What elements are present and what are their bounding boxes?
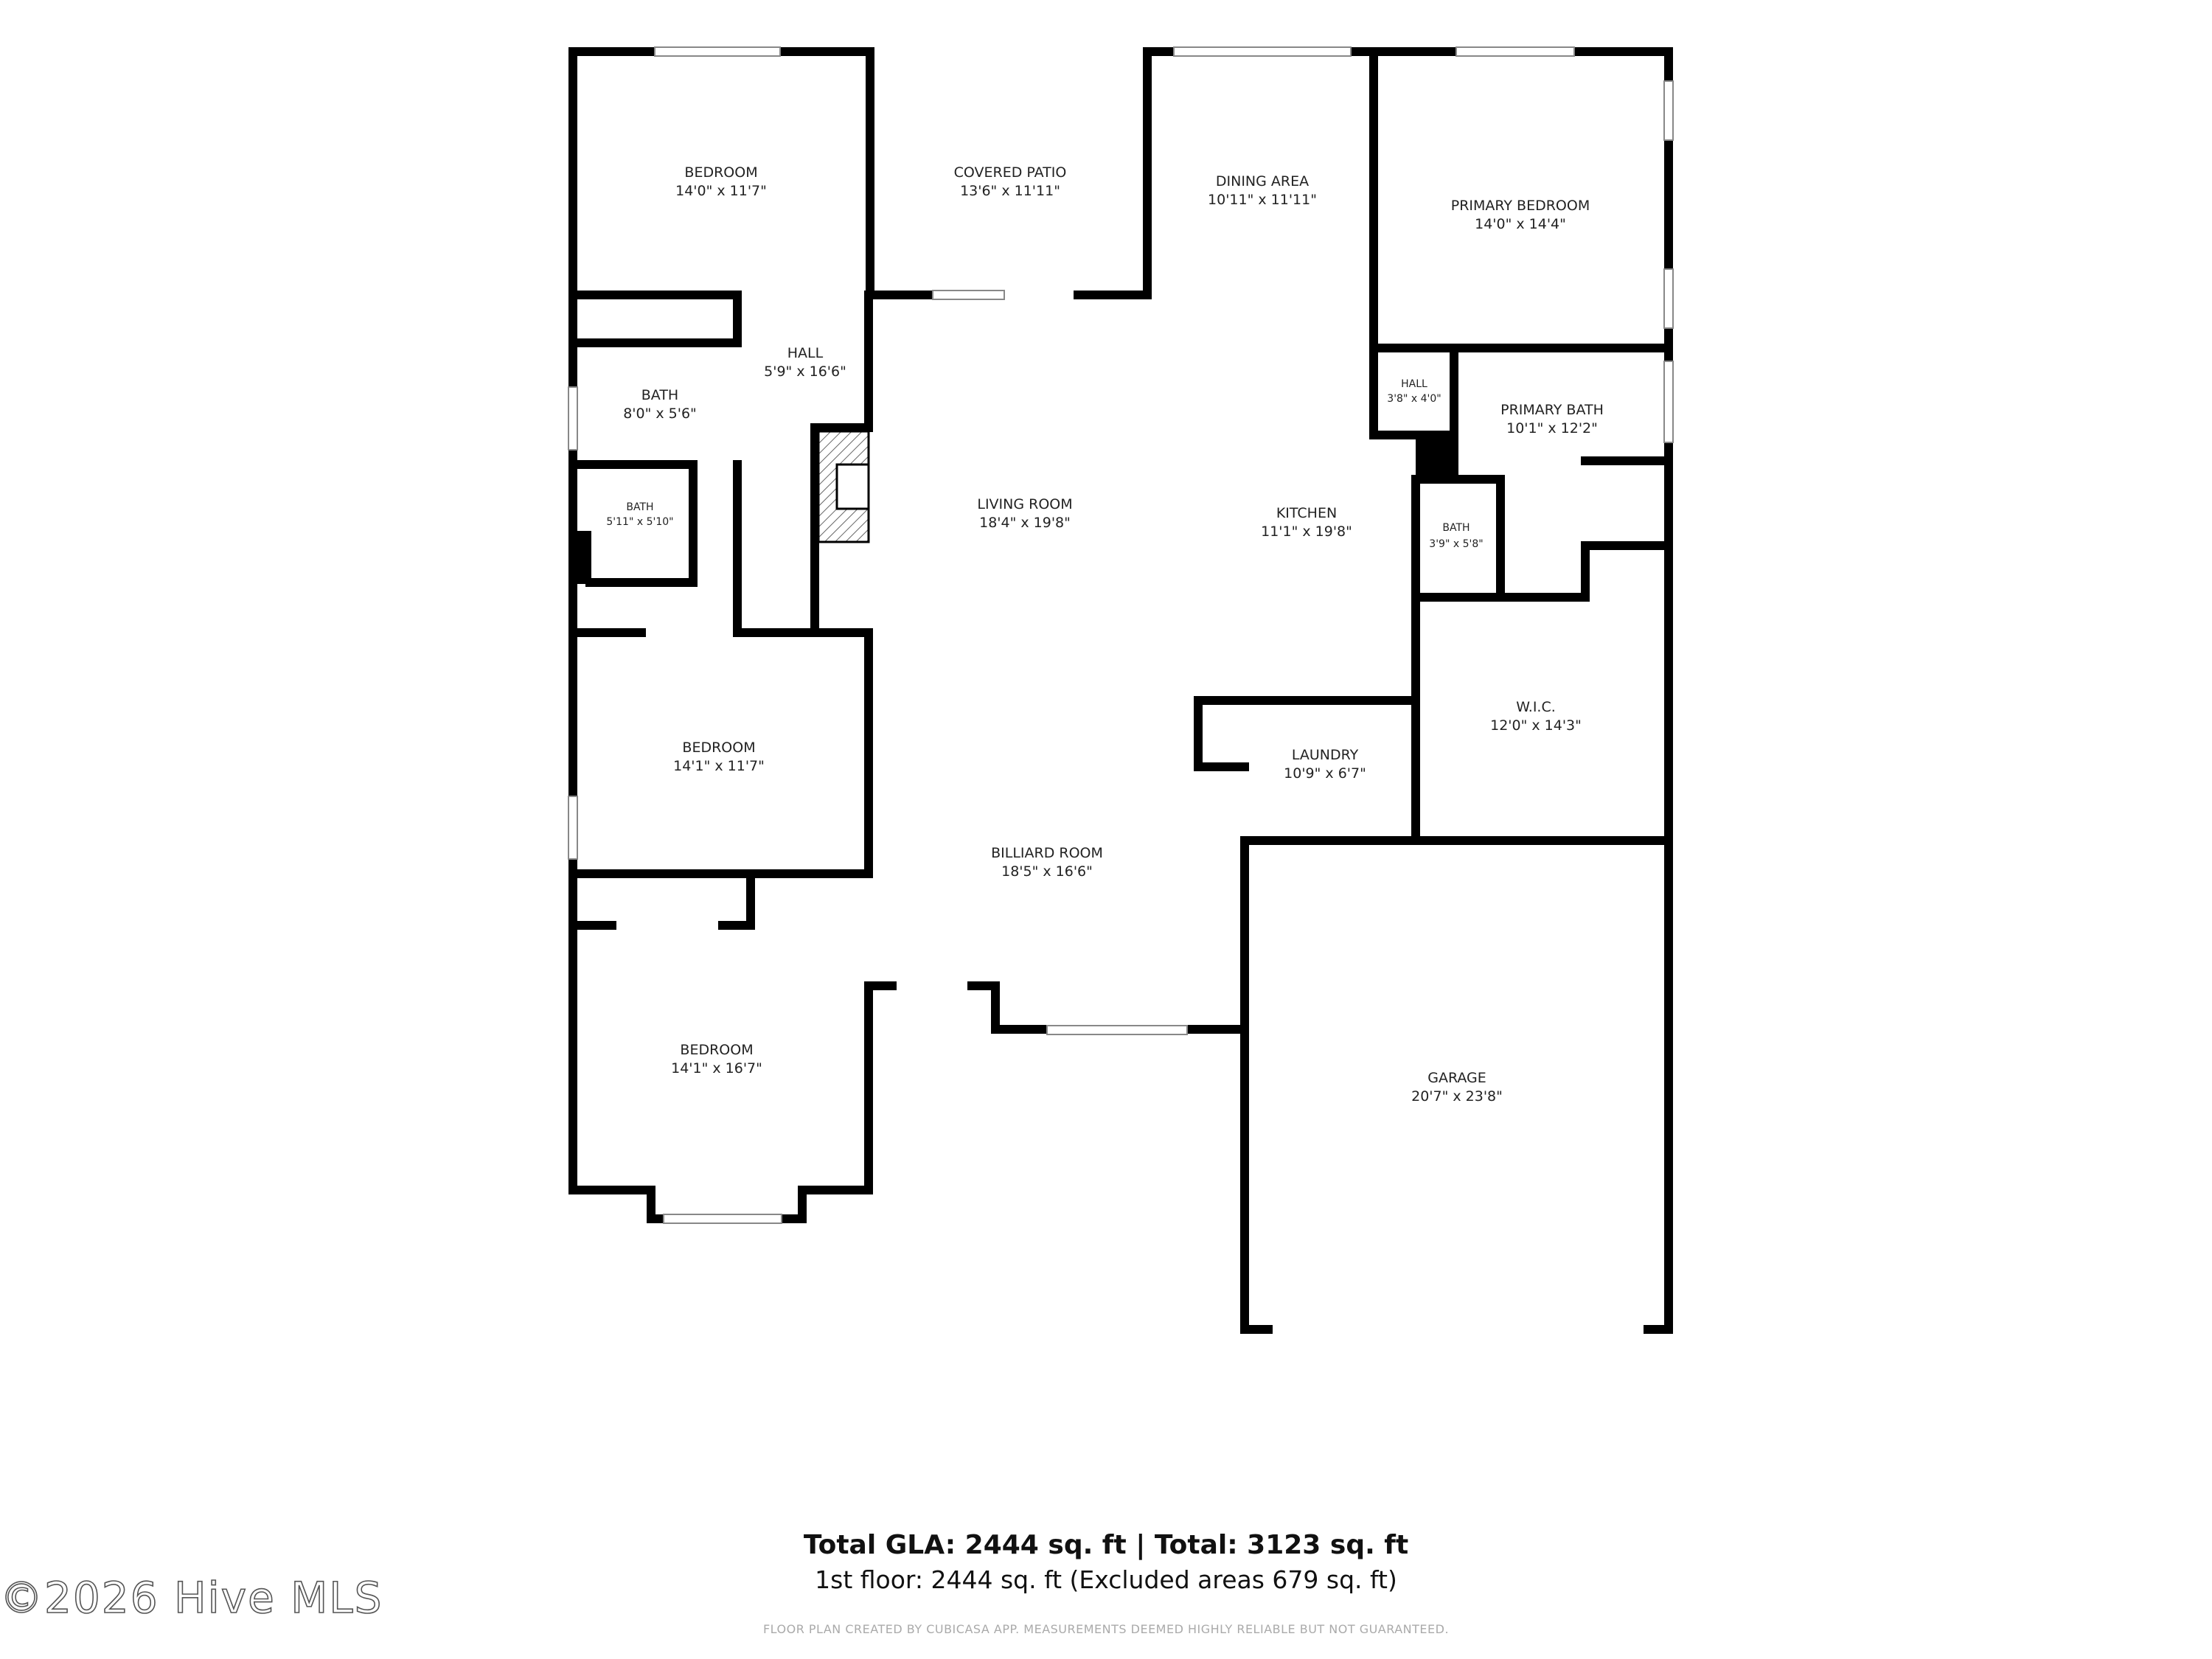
summary-floor-area: 1st floor: 2444 sq. ft (Excluded areas 6… xyxy=(815,1565,1397,1594)
bedroom-sw-name: BEDROOM xyxy=(680,1042,753,1058)
watermark: ©2026 Hive MLS xyxy=(0,1572,383,1624)
billiard-room-dims: 18'5" x 16'6" xyxy=(1001,863,1093,880)
kitchen-dims: 11'1" x 19'8" xyxy=(1261,524,1352,540)
garage-dims: 20'7" x 23'8" xyxy=(1411,1088,1503,1105)
summary-total-area: Total GLA: 2444 sq. ft | Total: 3123 sq.… xyxy=(803,1530,1409,1560)
laundry-name: LAUNDRY xyxy=(1292,747,1359,763)
living-room-dims: 18'4" x 19'8" xyxy=(979,515,1071,531)
hall-east-dims: 3'8" x 4'0" xyxy=(1387,393,1441,405)
dining-area-name: DINING AREA xyxy=(1216,173,1309,189)
bedroom-mid-dims: 14'1" x 11'7" xyxy=(673,758,765,774)
bath-lower-name: BATH xyxy=(626,501,653,513)
garage-name: GARAGE xyxy=(1427,1070,1486,1086)
primary-bedroom-dims: 14'0" x 14'4" xyxy=(1475,216,1566,232)
living-room-name: LIVING ROOM xyxy=(977,496,1072,512)
wic-dims: 12'0" x 14'3" xyxy=(1490,717,1582,734)
walls xyxy=(568,47,1673,1334)
bedroom-nw-dims: 14'0" x 11'7" xyxy=(675,183,767,199)
bedroom-sw-dims: 14'1" x 16'7" xyxy=(671,1060,762,1077)
fireplace xyxy=(817,430,870,543)
bath-upper-dims: 8'0" x 5'6" xyxy=(623,406,697,422)
wic-name: W.I.C. xyxy=(1516,699,1556,715)
windows xyxy=(568,46,1674,1224)
bedroom-mid-name: BEDROOM xyxy=(682,740,755,756)
covered-patio-dims: 13'6" x 11'11" xyxy=(960,183,1060,199)
laundry-dims: 10'9" x 6'7" xyxy=(1284,765,1366,782)
bath-east-name: BATH xyxy=(1442,522,1470,534)
bath-east-dims: 3'9" x 5'8" xyxy=(1429,538,1483,550)
hall-west-name: HALL xyxy=(787,345,824,361)
primary-bedroom-name: PRIMARY BEDROOM xyxy=(1451,198,1590,214)
fill-blocks xyxy=(573,431,1454,584)
kitchen-name: KITCHEN xyxy=(1276,505,1337,521)
primary-bath-dims: 10'1" x 12'2" xyxy=(1506,420,1598,437)
bedroom-nw-name: BEDROOM xyxy=(684,164,757,181)
bath-lower-dims: 5'11" x 5'10" xyxy=(606,516,673,528)
primary-bath-name: PRIMARY BATH xyxy=(1500,402,1604,418)
covered-patio-name: COVERED PATIO xyxy=(954,164,1067,181)
bath-upper-name: BATH xyxy=(641,387,678,403)
disclaimer: FLOOR PLAN CREATED BY CUBICASA APP. MEAS… xyxy=(762,1622,1450,1636)
billiard-room-name: BILLIARD ROOM xyxy=(991,845,1103,861)
hall-west-dims: 5'9" x 16'6" xyxy=(764,364,846,380)
room-labels: BEDROOM 14'0" x 11'7" COVERED PATIO 13'6… xyxy=(606,164,1603,1105)
dining-area-dims: 10'11" x 11'11" xyxy=(1208,192,1317,208)
hall-east-name: HALL xyxy=(1401,378,1427,390)
